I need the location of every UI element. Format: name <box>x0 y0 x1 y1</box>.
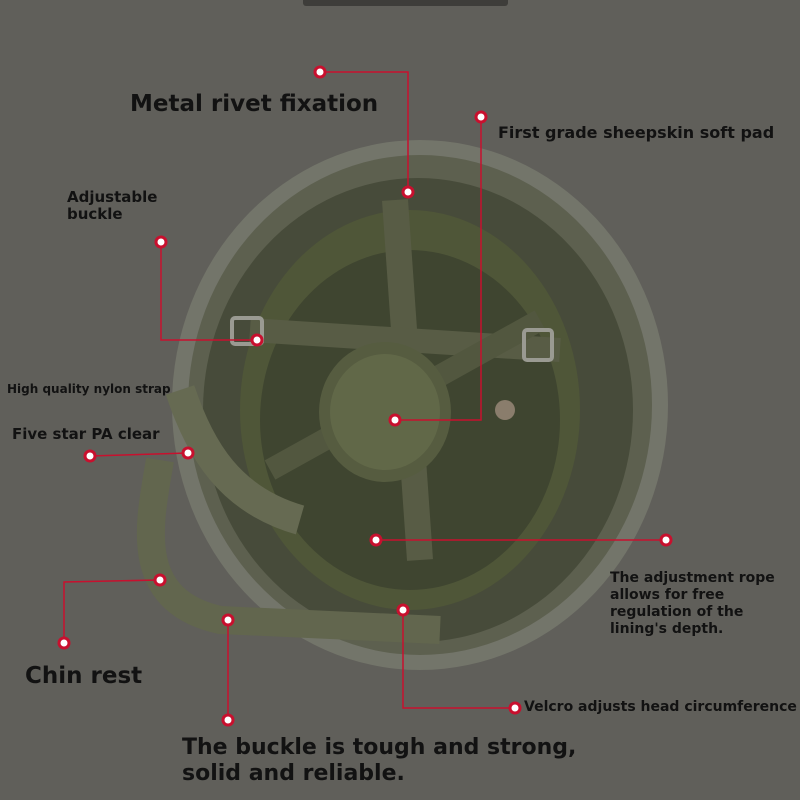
label-line: lining's depth. <box>610 621 724 637</box>
label-buckle-tough: The buckle is tough and strong, solid an… <box>182 735 576 787</box>
label-five-star: Five star PA clear <box>12 425 160 443</box>
buckle-right <box>522 328 554 362</box>
label-adjustment-rope: The adjustment rope allows for free regu… <box>610 570 775 638</box>
leader-lines <box>63 71 666 720</box>
label-chin-rest: Chin rest <box>25 663 143 689</box>
marker-dots <box>57 65 673 727</box>
label-adjustable-buckle: Adjustable buckle <box>67 189 157 222</box>
chin-strap <box>136 457 441 644</box>
label-line: The adjustment rope <box>610 570 775 586</box>
label-metal-rivet: Metal rivet fixation <box>130 91 379 117</box>
buckle-left <box>230 316 264 346</box>
label-line: allows for free <box>610 587 725 603</box>
label-line: The buckle is tough and strong, <box>182 735 577 760</box>
label-line: regulation of the <box>610 604 744 620</box>
label-line: solid and reliable. <box>182 761 405 786</box>
label-line: Adjustable <box>67 188 158 206</box>
label-nylon-strap: High quality nylon strap <box>7 382 171 396</box>
top-scroll-handle <box>303 0 508 6</box>
label-velcro: Velcro adjusts head circumference <box>524 699 797 715</box>
label-line: buckle <box>67 204 123 223</box>
label-sheepskin-pad: First grade sheepskin soft pad <box>498 123 775 142</box>
